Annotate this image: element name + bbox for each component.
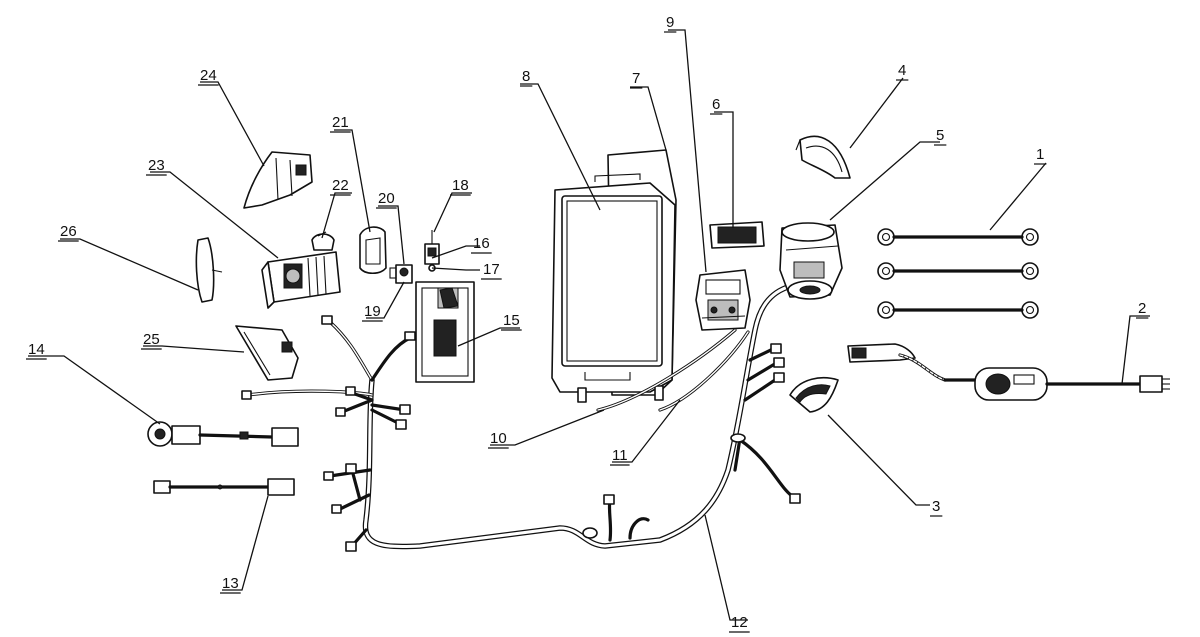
callout-21: 21 — [332, 114, 349, 131]
switch-cluster-16-18 — [424, 230, 440, 272]
callout-18: 18 — [452, 177, 469, 194]
control-panel-15 — [415, 281, 475, 383]
callout-20: 20 — [378, 190, 395, 207]
callout-1: 1 — [1036, 146, 1044, 163]
link-rod-middle — [877, 262, 1039, 280]
charger-cable-2 — [847, 343, 1170, 401]
link-rod-bottom — [877, 301, 1039, 319]
horn-22 — [311, 231, 335, 251]
front-light-24 — [243, 151, 313, 209]
callout-11: 11 — [612, 447, 628, 464]
side-lamp-26 — [195, 237, 223, 303]
callout-25: 25 — [143, 331, 160, 348]
callout-23: 23 — [148, 157, 165, 174]
battery-cables-10-11 — [596, 328, 750, 412]
callout-26: 26 — [60, 223, 77, 240]
callout-24: 24 — [200, 67, 217, 84]
callout-6: 6 — [712, 96, 720, 113]
callout-8: 8 — [522, 68, 530, 85]
sensor-lead-13 — [153, 478, 295, 496]
callout-19: 19 — [364, 303, 381, 320]
callouts: 1 2 3 4 5 6 7 8 9 10 11 12 13 14 15 16 1… — [26, 14, 1149, 633]
onboard-charger-23 — [261, 251, 341, 309]
bracket-21 — [359, 226, 387, 275]
tail-light-3 — [789, 377, 839, 413]
callout-16: 16 — [473, 235, 490, 252]
callout-4: 4 — [898, 62, 906, 79]
key-switch-19-20 — [389, 264, 413, 284]
callout-10: 10 — [490, 430, 507, 447]
link-rod-top — [877, 228, 1039, 246]
callout-13: 13 — [222, 575, 239, 592]
callout-17: 17 — [483, 261, 500, 278]
drive-motor-5 — [779, 222, 843, 300]
callout-12: 12 — [731, 614, 748, 631]
callout-5: 5 — [936, 127, 944, 144]
callout-14: 14 — [28, 341, 45, 358]
callout-15: 15 — [503, 312, 520, 329]
callout-7: 7 — [632, 70, 640, 87]
leader-lines — [28, 29, 1150, 621]
callout-22: 22 — [332, 177, 349, 194]
headlight-4 — [795, 135, 851, 179]
main-wiring-harness — [241, 282, 801, 552]
battery-pack-8 — [551, 149, 677, 403]
callout-9: 9 — [666, 14, 674, 31]
motor-controller-9 — [695, 269, 751, 331]
throttle-sensor-14 — [147, 421, 299, 447]
callout-2: 2 — [1138, 300, 1146, 317]
rear-light-25 — [235, 325, 299, 381]
link-rods-1 — [877, 228, 1039, 319]
callout-3: 3 — [932, 498, 940, 515]
relay-plate-6 — [709, 221, 765, 249]
